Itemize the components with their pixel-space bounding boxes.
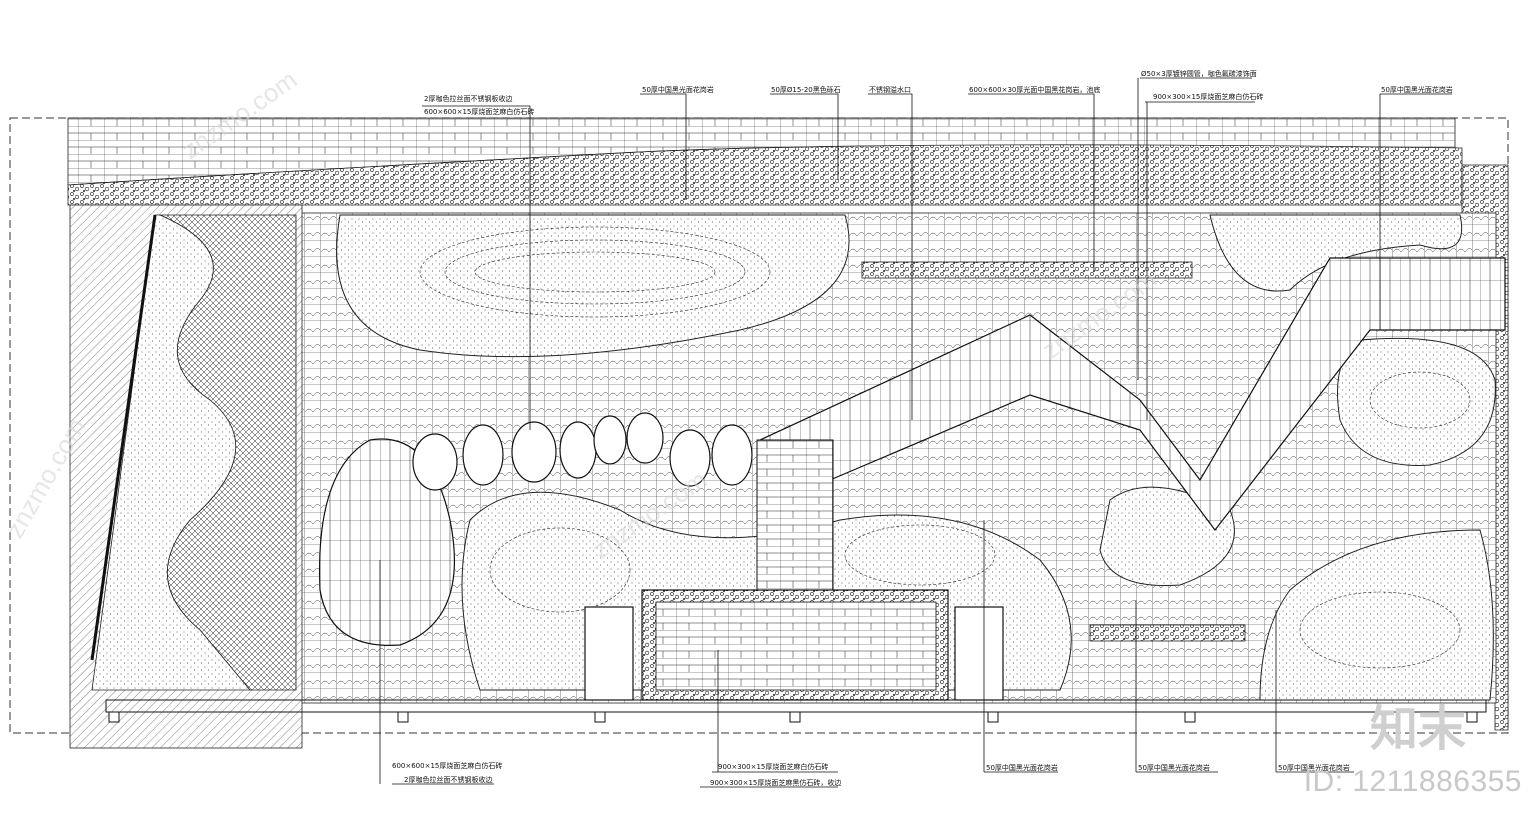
label-bottom-tile-900-white: 900×300×15厚烧面芝麻白仿石砖 <box>718 762 828 771</box>
leader-lines <box>379 77 1452 788</box>
label-top-tile-900: 900×300×15厚烧面芝麻白仿石砖 <box>1153 92 1263 101</box>
lawn-island-bottom-right <box>1259 529 1494 701</box>
vertical-path <box>756 439 834 591</box>
lawn-island-top-left <box>336 214 850 358</box>
label-bottom-tile-600: 600×600×15厚烧面芝麻白仿石砖 <box>392 761 502 770</box>
label-bottom-granite-1: 50厚中国黑光面花岗岩 <box>986 763 1058 772</box>
label-top-granite-1: 50厚中国黑光面花岗岩 <box>642 85 714 94</box>
label-top-pipe: Ø50×3厚镀锌圆管，咖色氟碳漆饰面 <box>1141 69 1257 78</box>
label-bottom-steel-edge: 2厚咖色拉丝面不锈钢板收边 <box>404 775 492 784</box>
left-wall-line <box>90 214 157 661</box>
stage-inner <box>655 601 937 691</box>
watermark-id: ID: 1211886355 <box>1303 765 1522 798</box>
label-top-gravel: 50厚Ø15-20黑色砾石 <box>771 85 841 94</box>
water-strip-bottom <box>1089 624 1246 642</box>
zigzag-boardwalk <box>758 257 1506 531</box>
watermark-logo: 知末 <box>1369 701 1466 757</box>
wave-lawn <box>91 214 251 691</box>
gravel-band <box>67 144 1463 206</box>
label-bottom-granite-3: 50厚中国黑光面花岗岩 <box>1278 763 1350 772</box>
gate-pillar-right <box>954 606 1004 701</box>
label-top-steel-edge: 2厚咖色拉丝面不锈钢板收边 <box>424 94 512 103</box>
label-top-overflow: 不锈钢溢水口 <box>869 85 911 94</box>
label-top-pool-bottom: 600×600×30厚光面中国黑花岗岩，池底 <box>969 85 1100 94</box>
label-top-granite-2: 50厚中国黑光面花岗岩 <box>1381 85 1453 94</box>
gate-pillar-left <box>584 606 634 701</box>
label-bottom-tile-900-black: 900×300×15厚烧面芝麻黑仿石砖，收边 <box>710 778 841 787</box>
water-strip-top <box>861 261 1193 279</box>
label-top-tile-600: 600×600×15厚烧面芝麻白仿石砖 <box>424 107 534 116</box>
bottom-bollards <box>108 711 1478 723</box>
label-bottom-granite-2: 50厚中国黑光面花岗岩 <box>1138 763 1210 772</box>
stepping-stones <box>412 412 753 491</box>
